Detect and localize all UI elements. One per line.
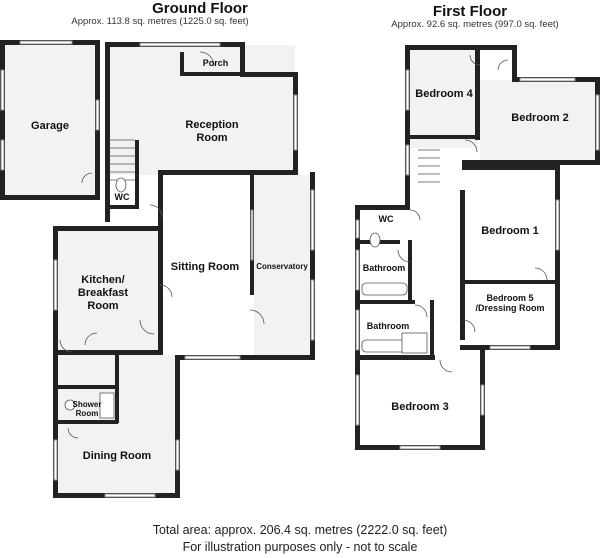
first-floor-walls xyxy=(355,45,600,450)
room-label-shower: Shower Room xyxy=(72,400,102,418)
room-label-bathroom-1: Bathroom xyxy=(362,263,406,273)
garage-walls xyxy=(0,40,100,200)
room-label-first-wc: WC xyxy=(378,214,394,224)
room-label-reception: Reception Room xyxy=(185,119,239,144)
room-label-sitting: Sitting Room xyxy=(170,261,240,273)
room-label-bedroom-2: Bedroom 2 xyxy=(511,112,569,124)
total-area: Total area: approx. 206.4 sq. metres (22… xyxy=(152,523,448,537)
room-label-porch: Porch xyxy=(202,58,229,68)
room-label-bedroom-5: Bedroom 5 /Dressing Room xyxy=(475,293,545,313)
room-label-bathroom-2: Bathroom xyxy=(366,321,410,331)
ground-floor-title: Ground Floor xyxy=(152,0,248,17)
first-floor-area: Approx. 92.6 sq. metres (997.0 sq. feet) xyxy=(391,19,559,30)
room-label-bedroom-4: Bedroom 4 xyxy=(415,88,473,100)
first-floor-title: First Floor xyxy=(432,3,508,20)
room-label-garage: Garage xyxy=(31,120,69,132)
disclaimer: For illustration purposes only - not to … xyxy=(182,540,418,554)
room-label-ground-wc: WC xyxy=(114,192,130,202)
room-label-bedroom-3: Bedroom 3 xyxy=(391,401,449,413)
ground-floor-area: Approx. 113.8 sq. metres (1225.0 sq. fee… xyxy=(71,16,249,27)
room-label-conservatory: Conservatory xyxy=(256,262,308,271)
ground-floor-walls xyxy=(53,42,315,498)
room-label-dining: Dining Room xyxy=(82,450,152,462)
room-label-bedroom-1: Bedroom 1 xyxy=(481,225,539,237)
room-label-kitchen: Kitchen/ Breakfast Room xyxy=(77,274,129,312)
